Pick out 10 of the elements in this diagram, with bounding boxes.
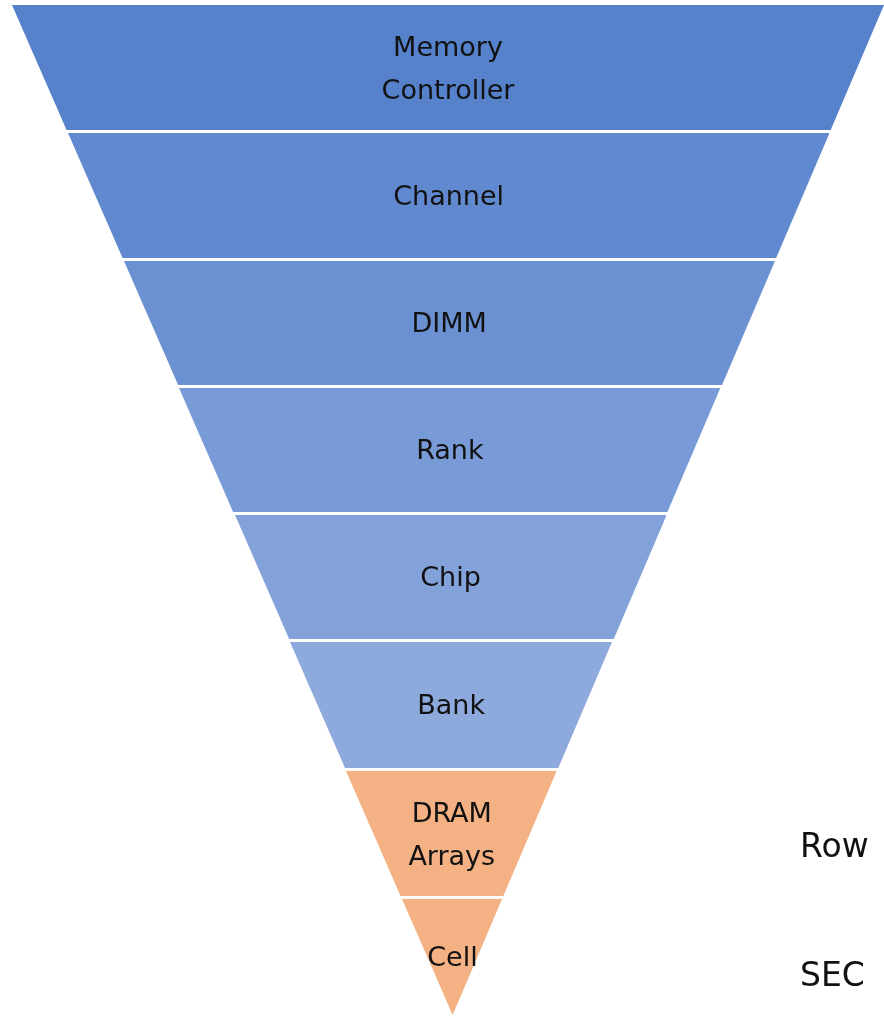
side-label: SEC bbox=[800, 955, 865, 994]
band-label: Cell bbox=[426, 940, 479, 975]
side-label: Row bbox=[800, 826, 869, 865]
band-label: Memory Controller bbox=[380, 29, 516, 107]
band-label: DIMM bbox=[410, 306, 488, 341]
band-label: DRAM Arrays bbox=[407, 795, 497, 873]
band-label: Bank bbox=[416, 688, 487, 723]
band-label: Rank bbox=[415, 433, 485, 468]
band-label: Chip bbox=[419, 560, 482, 595]
band-label: Channel bbox=[392, 178, 506, 213]
